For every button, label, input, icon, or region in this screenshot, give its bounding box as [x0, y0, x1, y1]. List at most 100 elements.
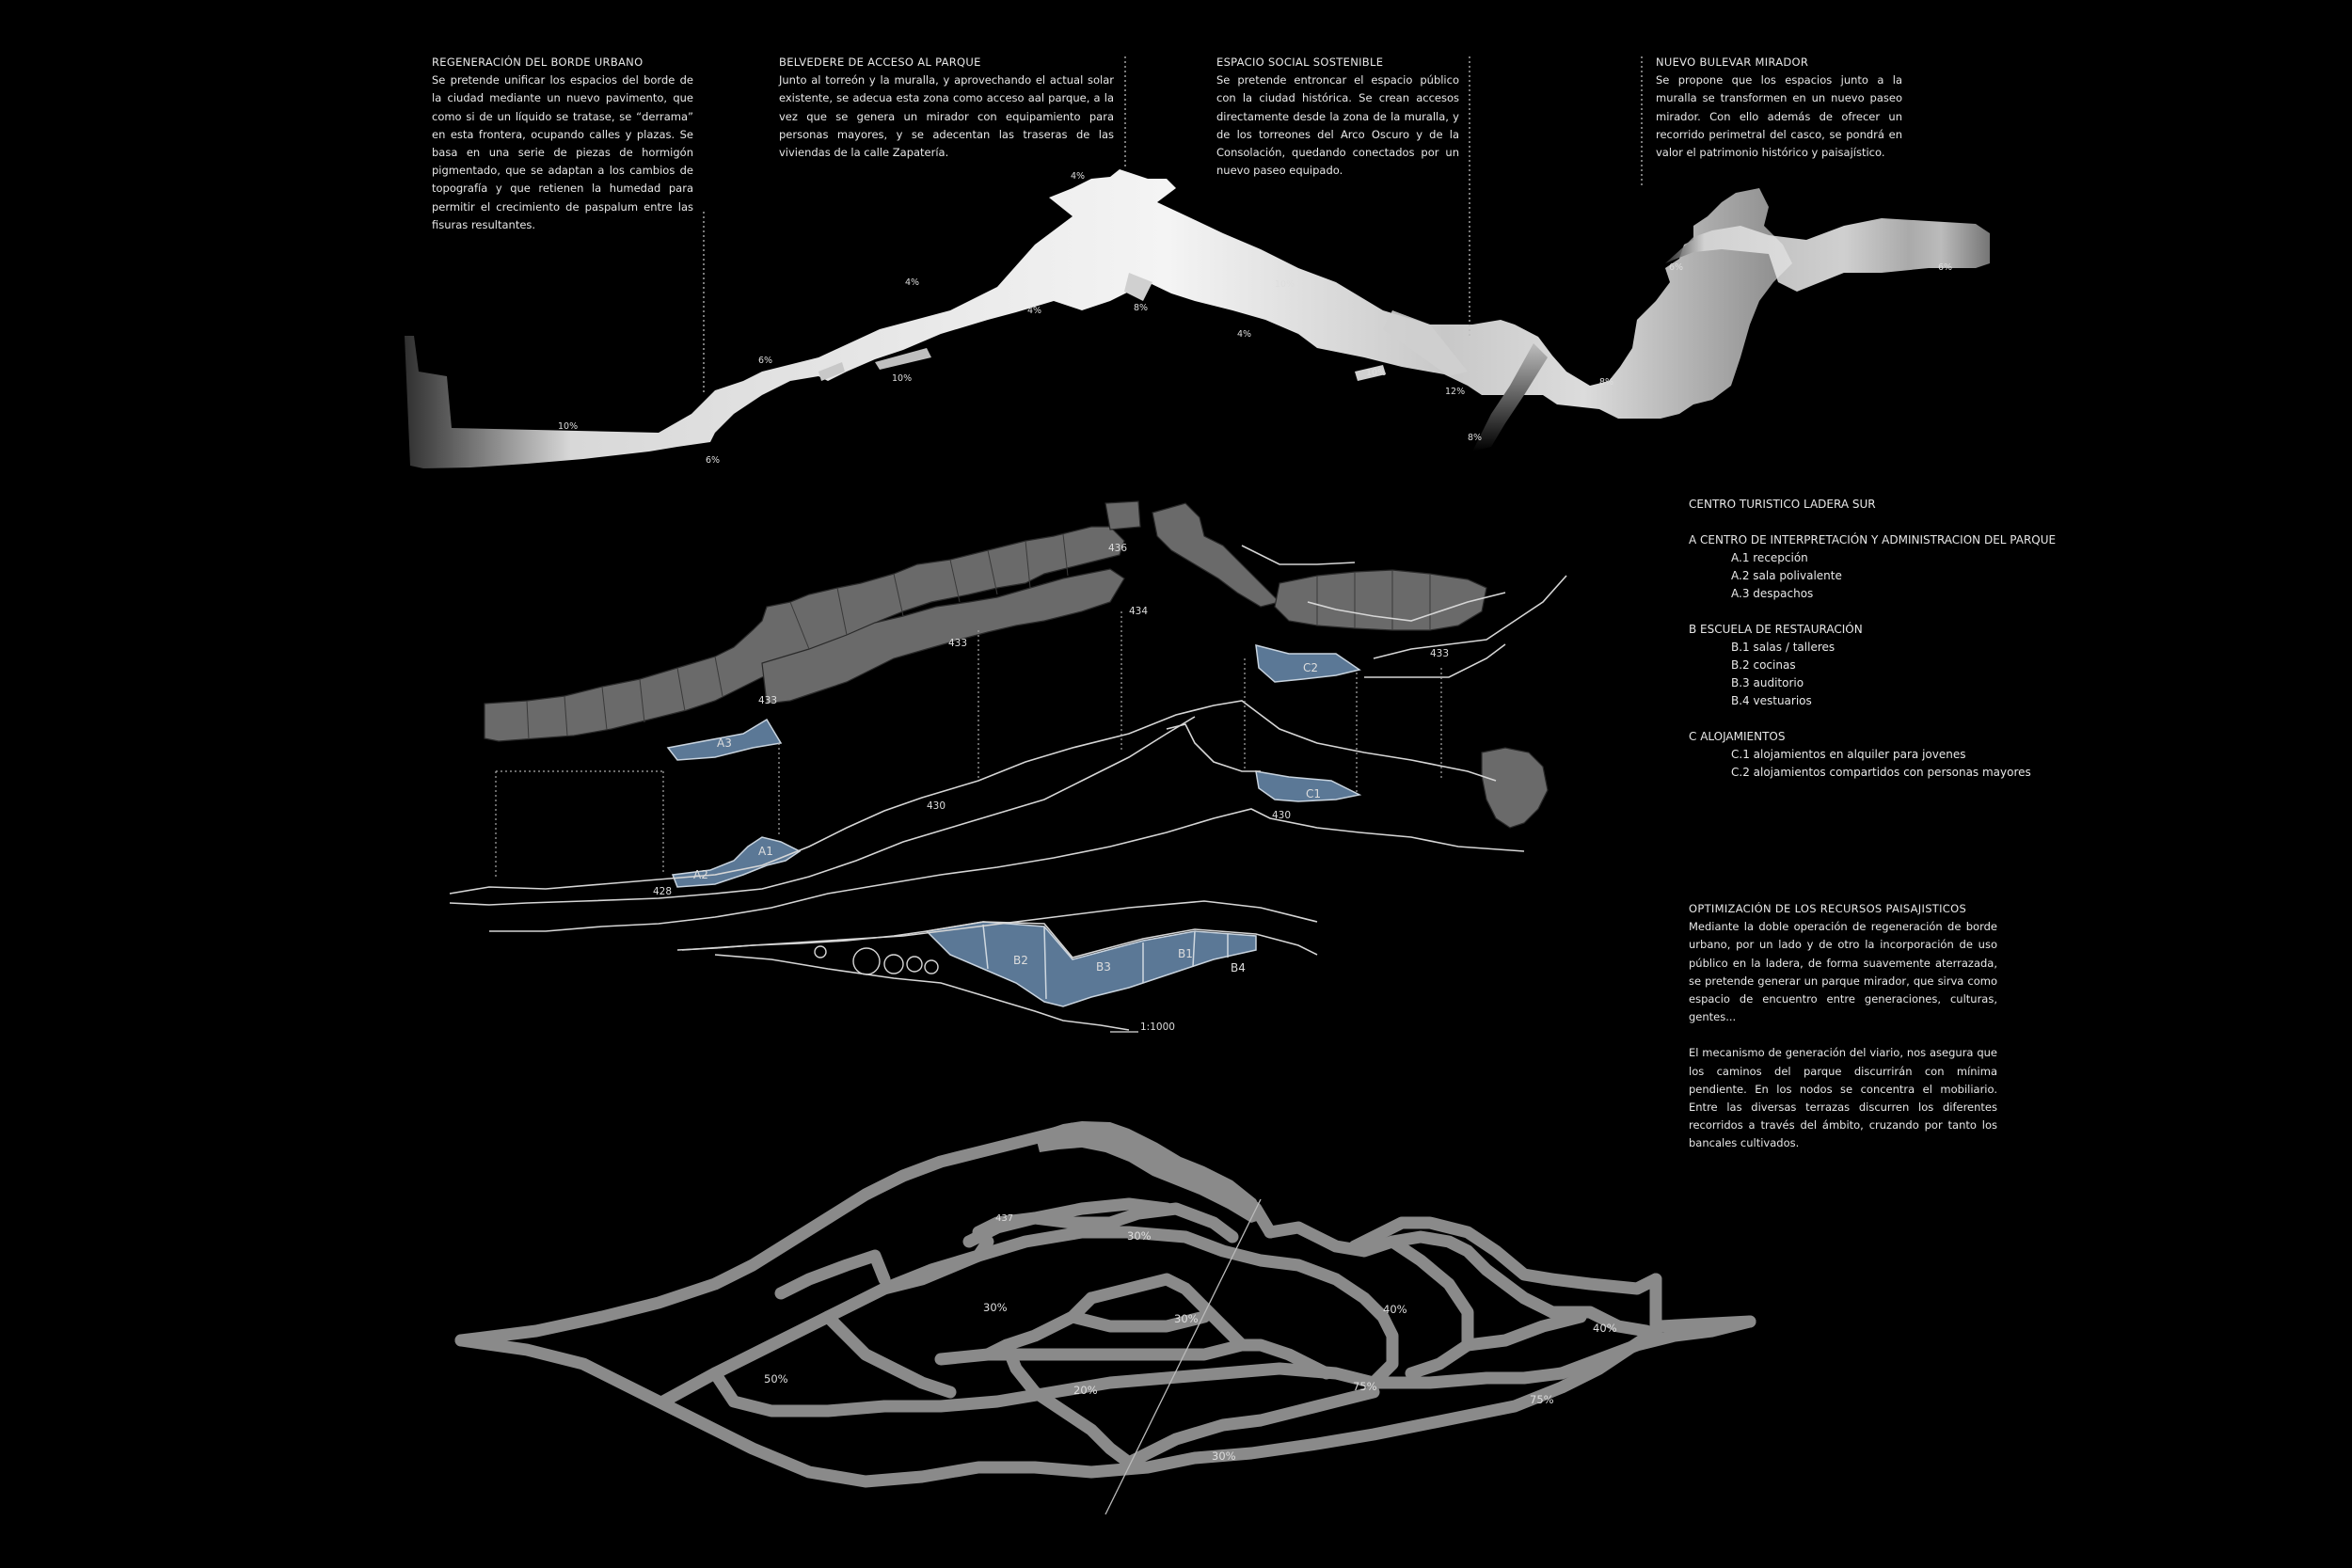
slope-label: 6%	[758, 356, 772, 366]
text-block-body-2: El mecanismo de generación del viario, n…	[1689, 1046, 1997, 1150]
scale-label: 1:1000	[1140, 1022, 1175, 1033]
park-slope: 20%	[1073, 1384, 1098, 1397]
path-right-4	[1348, 1216, 1662, 1295]
urban-block-right	[1274, 569, 1487, 631]
slope-label: 8%	[1599, 377, 1613, 388]
plan-unit-labels: A3 A2 A1 C2 C1 B2 B3 B1 B4	[693, 661, 1321, 974]
path-inner-5	[1000, 1338, 1136, 1469]
level-label: 436	[1108, 543, 1127, 554]
urban-edge-wedge-3	[1355, 365, 1386, 381]
park-slope: 30%	[983, 1301, 1008, 1314]
slope-label: 4%	[1237, 329, 1251, 340]
unit-label: A3	[717, 736, 732, 750]
park-slope: 30%	[1127, 1229, 1152, 1243]
park-paths	[454, 1122, 1756, 1488]
urban-block-row-2	[761, 568, 1125, 705]
legend-item: B.1 salas / talleres	[1731, 641, 1836, 654]
path-inner-4	[1066, 1310, 1211, 1333]
legend-item: A.1 recepción	[1731, 551, 1808, 564]
park-top-buildings	[1035, 1121, 1265, 1223]
park-slope: 30%	[1174, 1312, 1199, 1325]
path-inner-3	[981, 1291, 1098, 1361]
urban-edge-wedge-1	[875, 348, 931, 370]
legend-section-label: A CENTRO DE INTERPRETACIÓN Y ADMINISTRAC…	[1689, 533, 2057, 546]
park-slope: 75%	[1353, 1380, 1377, 1393]
unit-c2-shape	[1255, 643, 1361, 683]
urban-edge-wedge-4	[1124, 273, 1152, 301]
unit-label: B3	[1096, 960, 1111, 974]
urban-edge-branch	[1383, 310, 1468, 376]
unit-label: A1	[758, 845, 773, 858]
unit-label: B1	[1178, 947, 1193, 960]
legend-item: C.2 alojamientos compartidos con persona…	[1731, 766, 2031, 779]
text-block-espacio-social: ESPACIO SOCIAL SOSTENIBLE Se pretende en…	[1216, 54, 1459, 180]
level-label: 428	[653, 886, 672, 897]
slope-label: 8%	[1134, 303, 1148, 313]
terrain-lines	[449, 545, 1567, 951]
unit-label: B2	[1013, 954, 1028, 967]
level-label: 434	[1129, 606, 1148, 617]
text-block-title: OPTIMIZACIÓN DE LOS RECURSOS PAISAJISTIC…	[1689, 902, 1967, 915]
level-label: 430	[927, 800, 946, 812]
top-slope-labels: 4% 4% 4% 8% 10% 4% 6% 10% 10% 6% 12% 8% …	[558, 171, 1952, 466]
urban-block-upper	[1152, 502, 1281, 608]
legend-item: B.4 vestuarios	[1731, 694, 1812, 707]
path-ring-1	[657, 1226, 1399, 1408]
parcel-lines	[526, 533, 1431, 740]
slope-label: 10%	[558, 421, 578, 432]
legend-item: C.1 alojamientos en alquiler para jovene…	[1731, 748, 1966, 761]
park-slope-labels: 437 30% 30% 30% 40% 40% 50% 20% 75% 75% …	[764, 1213, 1617, 1463]
unit-label: C1	[1306, 787, 1321, 800]
legend-item: B.3 auditorio	[1731, 676, 1804, 689]
level-label: 433	[758, 695, 777, 706]
legend-centro-turistico: CENTRO TURISTICO LADERA SUR A CENTRO DE …	[1689, 496, 2056, 782]
slope-label: 8%	[1468, 433, 1482, 443]
unit-a2-a1-shape	[671, 836, 802, 888]
path-left-spur	[774, 1249, 891, 1300]
slope-label: 4%	[1027, 306, 1041, 316]
text-block-body: Se propone que los espacios junto a la m…	[1656, 73, 1902, 160]
unit-label: B4	[1231, 961, 1246, 974]
park-slope: 40%	[1593, 1322, 1617, 1335]
urban-edge-wedge-2	[818, 362, 845, 381]
unit-c1-shape	[1255, 770, 1362, 802]
plan-b-outline	[676, 921, 1318, 1031]
path-inner-2	[1085, 1273, 1248, 1352]
legend-section-b: B ESCUELA DE RESTAURACIÓN B.1 salas / ta…	[1689, 621, 2056, 710]
slope-label: 12%	[1445, 387, 1465, 397]
park-diagonal	[1104, 1198, 1262, 1515]
text-block-body: Se pretende unificar los espacios del bo…	[432, 73, 693, 231]
plan-level-labels: 436 434 433 433 433 430 430 428	[653, 543, 1449, 897]
legend-section-c: C ALOJAMIENTOS C.1 alojamientos en alqui…	[1689, 728, 2056, 782]
level-label: 433	[1430, 648, 1449, 659]
path-ring-3	[821, 1310, 957, 1399]
slope-label: 6%	[1938, 262, 1952, 273]
blue-units	[666, 643, 1362, 1007]
urban-edge-right-tail	[1665, 218, 1990, 292]
legend-item: B.2 cocinas	[1731, 658, 1796, 672]
path-right-6	[1555, 1315, 1756, 1380]
level-label: 433	[948, 638, 967, 649]
unit-a3-shape	[666, 718, 783, 761]
park-level: 437	[995, 1213, 1013, 1224]
unit-label: C2	[1303, 661, 1318, 674]
path-inner-1	[934, 1338, 1333, 1380]
slope-label: 6%	[706, 455, 720, 466]
legend-section-a: A CENTRO DE INTERPRETACIÓN Y ADMINISTRAC…	[1689, 531, 2056, 603]
text-block-title: NUEVO BULEVAR MIRADOR	[1656, 55, 1809, 69]
urban-block-tower	[1104, 500, 1141, 531]
urban-blocks	[484, 500, 1549, 829]
text-block-body: Se pretende entroncar el espacio público…	[1216, 73, 1459, 178]
text-block-title: BELVEDERE DE ACCESO AL PARQUE	[779, 55, 981, 69]
legend-item: A.3 despachos	[1731, 587, 1814, 600]
slope-label: 10%	[1366, 368, 1386, 378]
path-ring-2	[708, 1362, 1568, 1418]
text-block-belvedere: BELVEDERE DE ACCESO AL PARQUE Junto al t…	[779, 54, 1114, 162]
urban-edge-band	[405, 169, 1792, 468]
slope-label: 4%	[905, 277, 919, 288]
text-block-bulevar: NUEVO BULEVAR MIRADOR Se propone que los…	[1656, 54, 1902, 162]
park-slope: 75%	[1530, 1393, 1554, 1406]
path-right-3	[1461, 1310, 1587, 1352]
